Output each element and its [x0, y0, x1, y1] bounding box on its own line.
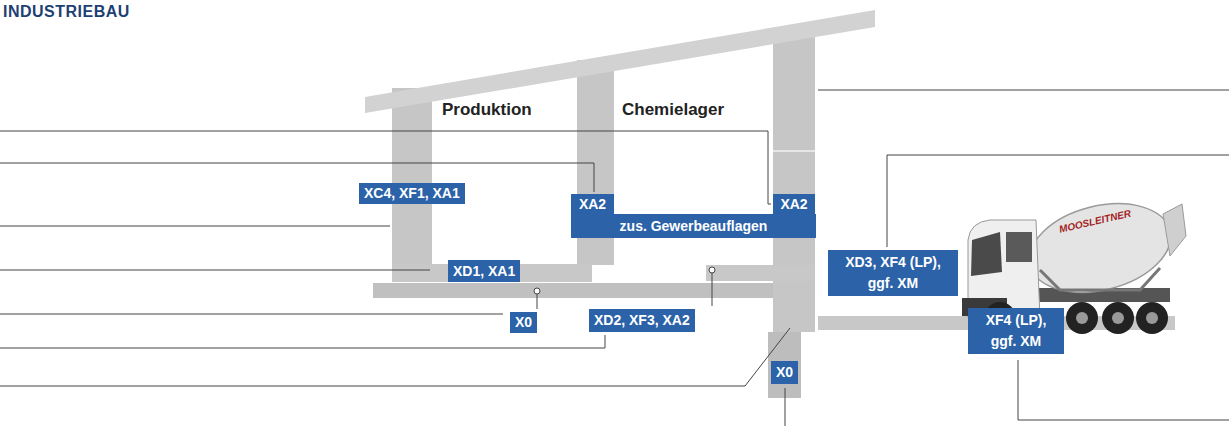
leader-line — [1018, 360, 1229, 420]
leader-line — [0, 131, 771, 204]
exposure-class-box: XD3, XF4 (LP), ggf. XM — [828, 250, 958, 296]
leader-lines — [0, 90, 1229, 426]
wheel — [1136, 302, 1168, 334]
exposure-class-text: XC4, XF1, XA1 — [364, 185, 460, 201]
column-joint — [773, 150, 815, 152]
marker-dot — [709, 267, 715, 273]
hub — [1112, 312, 1124, 324]
leader-line — [0, 163, 594, 192]
roof — [365, 10, 875, 113]
exposure-class-box: zus. Gewerbeauflagen — [571, 214, 816, 238]
exposure-class-text: XD1, XA1 — [453, 263, 515, 279]
room-label: Chemielager — [622, 99, 724, 121]
windshield — [971, 232, 1002, 276]
hub — [1146, 312, 1158, 324]
leader-line — [887, 155, 1229, 247]
exposure-class-box: XA2 — [571, 194, 614, 215]
marker-dot — [534, 288, 540, 294]
exposure-class-text: XA2 — [579, 196, 606, 212]
leader-line — [0, 314, 503, 315]
hub — [1076, 312, 1088, 324]
exposure-class-text: X0 — [515, 314, 532, 330]
drum-cone — [1163, 204, 1186, 256]
leader-line — [0, 270, 430, 271]
leader-line — [0, 226, 390, 227]
exposure-class-text: XD2, XF3, XA2 — [594, 312, 690, 328]
column-base — [773, 281, 815, 332]
exposure-class-text: X0 — [776, 364, 793, 380]
ground-slab — [373, 283, 773, 298]
exposure-class-box: X0 — [771, 361, 798, 384]
floor-slab — [706, 265, 815, 281]
leader-line — [0, 328, 790, 386]
leader-line — [537, 294, 538, 309]
column — [392, 88, 432, 265]
exposure-class-box: X0 — [510, 312, 537, 333]
exposure-class-text: XF4 (LP), ggf. XM — [973, 310, 1059, 352]
truck-logo: MOOSLEITNER — [1058, 208, 1132, 236]
exposure-class-box: XD2, XF3, XA2 — [589, 309, 695, 332]
leader-line — [712, 273, 713, 306]
drum-frame — [1040, 268, 1160, 290]
diagram-title: INDUSTRIEBAU — [3, 2, 130, 22]
exposure-class-text: XD3, XF4 (LP), ggf. XM — [833, 252, 953, 294]
mixer-drum — [1020, 190, 1180, 306]
exposure-class-box: XF4 (LP), ggf. XM — [968, 308, 1064, 354]
leader-line — [0, 335, 605, 348]
exposure-class-text: zus. Gewerbeauflagen — [620, 218, 768, 234]
room-label: Produktion — [442, 99, 532, 121]
exposure-class-box: XC4, XF1, XA1 — [359, 183, 465, 204]
exposure-class-box: XD1, XA1 — [448, 260, 520, 282]
side-window — [1006, 232, 1032, 262]
leader-line — [818, 90, 1229, 91]
leader-line — [785, 388, 786, 426]
wheel — [1066, 302, 1098, 334]
exposure-class-text: XA2 — [780, 196, 807, 212]
wheel — [1102, 302, 1134, 334]
exposure-class-box: XA2 — [773, 194, 815, 215]
